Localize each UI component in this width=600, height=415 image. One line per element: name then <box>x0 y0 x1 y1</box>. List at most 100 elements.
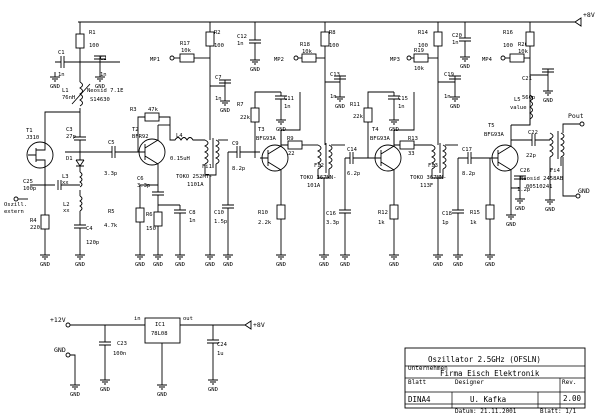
svg-text:R19: R19 <box>414 48 424 54</box>
c21: C21 560p <box>522 68 554 101</box>
svg-text:C18: C18 <box>442 211 452 217</box>
svg-text:10k: 10k <box>414 66 425 72</box>
svg-text:Fi2: Fi2 <box>314 163 324 169</box>
ground-label: GND <box>389 262 399 268</box>
t1: T1 J310 <box>26 128 54 172</box>
svg-text:in: in <box>134 316 141 322</box>
svg-text:xx: xx <box>62 180 69 186</box>
r19: R19 10k <box>413 48 438 72</box>
svg-text:R10: R10 <box>258 210 268 216</box>
svg-text:C22: C22 <box>528 130 538 136</box>
c6: C6 3.3p <box>137 176 164 208</box>
svg-text:C3: C3 <box>66 127 73 133</box>
svg-text:BFG93A: BFG93A <box>256 136 277 142</box>
svg-text:101A: 101A <box>307 183 321 189</box>
svg-text:R2: R2 <box>214 30 221 36</box>
ground-label: GND <box>250 67 260 73</box>
svg-text:C14: C14 <box>347 147 358 153</box>
pout: Pout <box>562 112 585 133</box>
l3: L3 xx <box>62 171 83 188</box>
ground-label: GND <box>460 64 470 70</box>
r7: R7 22k <box>237 91 281 158</box>
svg-text:3.3p: 3.3p <box>137 183 150 189</box>
r10: R10 2.2k <box>258 185 286 250</box>
ground-symbol <box>276 115 286 125</box>
gnd-input: GND <box>54 346 76 380</box>
svg-text:R15: R15 <box>470 210 480 216</box>
gnd-out: GND <box>562 157 590 199</box>
ground-symbol <box>75 250 85 260</box>
svg-text:120p: 120p <box>86 240 99 246</box>
ground-symbol <box>100 375 110 385</box>
ground-symbol <box>135 250 145 260</box>
svg-text:2.00: 2.00 <box>563 394 582 403</box>
ground-label: GND <box>340 262 350 268</box>
ground-symbol <box>50 72 60 82</box>
svg-text:C24: C24 <box>217 342 228 348</box>
svg-text:Fi4: Fi4 <box>550 168 561 174</box>
svg-text:C20: C20 <box>452 33 462 39</box>
svg-text:Unternehmen: Unternehmen <box>408 365 448 372</box>
svg-text:MP3: MP3 <box>390 57 400 63</box>
svg-text:1k: 1k <box>470 220 477 226</box>
fi1: Fi1 TOKO 252MT- 1101A <box>176 138 220 250</box>
svg-text:TOKO 252MT-: TOKO 252MT- <box>176 174 212 180</box>
svg-text:R18: R18 <box>300 42 310 48</box>
ground-symbol <box>205 250 215 260</box>
svg-text:C7: C7 <box>215 75 222 81</box>
c9: C9 8.2p <box>228 141 260 172</box>
svg-text:76nH: 76nH <box>62 95 75 101</box>
svg-text:C8: C8 <box>189 210 196 216</box>
d1: D1 <box>65 151 85 172</box>
ground-label: GND <box>50 84 60 90</box>
ground-symbol <box>157 380 167 390</box>
svg-text:Datum: 21.11.2001: Datum: 21.11.2001 <box>455 408 517 415</box>
svg-text:1.5p: 1.5p <box>214 219 227 225</box>
svg-text:R17: R17 <box>180 41 190 47</box>
svg-text:22k: 22k <box>353 114 364 120</box>
title-block: Oszillator 2.5GHz (OFSLN) Unternehmen Fi… <box>404 347 586 415</box>
svg-text:10k: 10k <box>302 49 313 55</box>
svg-text:C12: C12 <box>237 34 247 40</box>
svg-text:220: 220 <box>30 225 40 231</box>
c8: C8 1n <box>174 205 196 250</box>
svg-text:U. Kafka: U. Kafka <box>470 395 506 404</box>
r16: R16 100 <box>503 22 535 125</box>
svg-text:6.2p: 6.2p <box>347 171 360 177</box>
svg-text:L4: L4 <box>176 133 183 139</box>
svg-text:150: 150 <box>146 226 156 232</box>
ground-symbol <box>453 250 463 260</box>
svg-text:C6: C6 <box>137 176 144 182</box>
ground-symbol <box>340 250 350 260</box>
svg-text:78L08: 78L08 <box>151 331 168 337</box>
svg-text:1p: 1p <box>442 220 449 226</box>
l2: L2 xx <box>63 190 83 214</box>
ground-label: GND <box>220 108 230 114</box>
fi2: Fi2 TOKO 367MN- 101A <box>300 143 336 250</box>
svg-text:1n: 1n <box>452 40 459 46</box>
svg-text:R8: R8 <box>329 30 336 36</box>
c3: C3 27p <box>66 127 86 152</box>
svg-text:T2: T2 <box>132 127 139 133</box>
t4: T4 BFG93A <box>370 127 402 185</box>
svg-text:BFG93A: BFG93A <box>484 132 505 138</box>
svg-text:out: out <box>183 316 193 322</box>
svg-text:Neosid 7.1E: Neosid 7.1E <box>87 88 123 94</box>
svg-text:C17: C17 <box>462 147 472 153</box>
svg-text:TOKO 367MN-: TOKO 367MN- <box>410 175 446 181</box>
ground-label: GND <box>545 207 555 213</box>
svg-text:1101A: 1101A <box>187 182 204 188</box>
ground-symbol <box>460 52 470 62</box>
r6: R6 150 <box>146 204 180 250</box>
svg-text:R3: R3 <box>130 107 137 113</box>
svg-text:100: 100 <box>503 43 513 49</box>
ground-label: GND <box>433 262 443 268</box>
ground-label: GND <box>319 262 329 268</box>
svg-text:T1: T1 <box>26 128 33 134</box>
svg-text:00510241: 00510241 <box>526 184 553 190</box>
ground-symbol <box>208 375 218 385</box>
ground-symbol <box>250 55 260 65</box>
ground-symbol <box>220 96 230 106</box>
ground-label: GND <box>450 104 460 110</box>
svg-text:100: 100 <box>214 43 224 49</box>
